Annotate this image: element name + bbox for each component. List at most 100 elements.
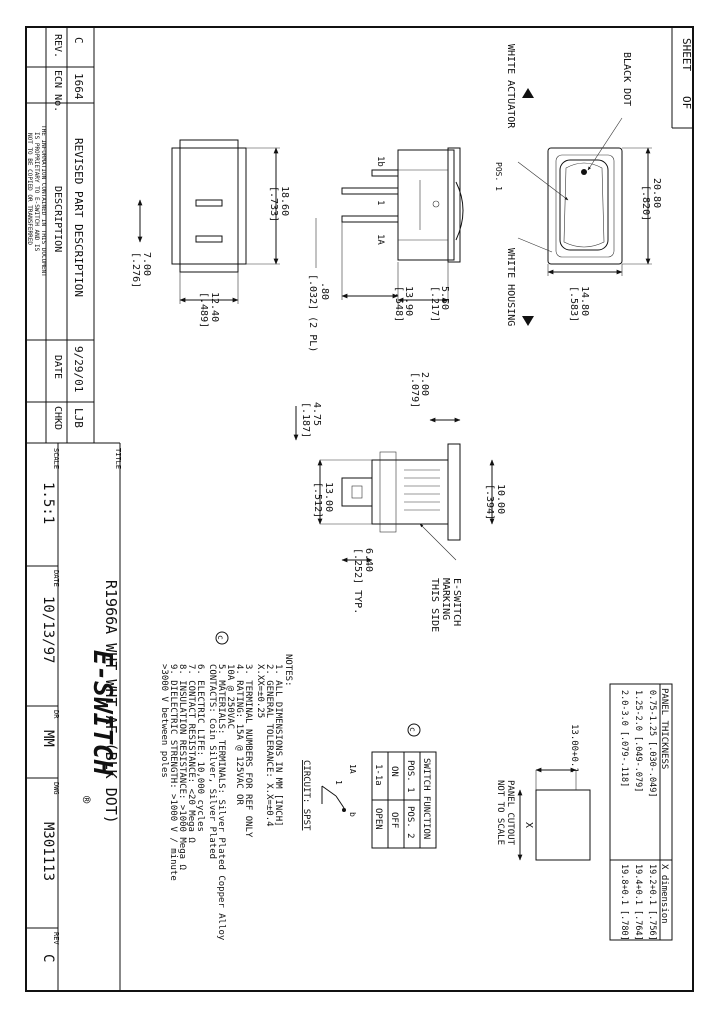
dim-0-80-inch: [.032] (2 PL) [307,274,318,352]
dim-2-00-inch: [.079] [409,372,420,408]
dim-12-40-inch: [.489] [198,292,209,328]
switch-state-pos1: ON [389,766,399,777]
callout-eswitch-marking-3: THIS SIDE [429,578,440,632]
ecn-hdr: ECN No. [52,70,63,112]
cutout-x-label: X [523,822,534,828]
note-7: 7. CONTACT RESISTANCE: <20 Mega Ω [186,664,196,843]
switch-function-table: SWITCH FUNCTION POS. 1 POS. 2 ON OFF 1-1… [371,723,437,849]
switch-state-pos2: OFF [389,812,399,828]
callout-eswitch-marking-1: E-SWITCH [451,578,462,626]
terminal-1: 1 [375,200,385,205]
x-dimension-header: X dimension [659,864,669,924]
dim-7-00: 7.00 [141,252,152,276]
chkd-hdr: CHKD [52,406,63,430]
panel-row-1-x: 19.2+0.1 [.756] [647,864,657,941]
part-title: R1966A WHT WHT AF (BLK DOT) [102,580,120,824]
dim-14-80-inch: [.583] [568,286,579,322]
dim-7-00-inch: [.276] [130,252,141,288]
cutout-y-dim: 13.00+0.1 [569,724,579,773]
note-4b: 10A @ 250VAC [225,664,235,729]
terminal-tab [341,477,373,507]
revision-block: C 1664 REVISED PART DESCRIPTION 9/29/01 … [26,27,95,444]
rear-view: 18.60 [.733] 12.40 [.489] 7.00 [.276] [130,139,290,328]
switch-function-title: SWITCH FUNCTION [421,758,431,839]
rev-hdr-title: REV [52,932,60,945]
rev-hdr: REV. [52,34,63,58]
notes-title: NOTES: [283,654,293,687]
panel-cutout: 13.00+0.1 X PANEL CUTOUT NOT TO SCALE [495,724,591,861]
dwg-value: M301113 [40,822,56,881]
housing-triangle-icon [522,316,534,326]
of-label: OF [680,96,693,109]
callout-white-actuator: WHITE ACTUATOR [505,44,516,129]
dim-18-60: 18.60 [279,186,290,216]
scale-value: 1.5:1 [40,482,56,524]
dwg-hdr: DWG [52,782,60,795]
dim-20-80: 20.80 [651,178,662,208]
ul-mark-icon-2 [407,723,421,737]
dim-14-80: 14.80 [579,286,590,316]
title-block: TITLE R1966A WHT WHT AF (BLK DOT) SCALE … [26,442,122,991]
dim-4-75: 4.75 [311,402,322,426]
notes-block: c NOTES: 1. ALL DIMENSIONS IN MM [INCH] … [159,631,293,941]
black-dot [581,169,587,175]
dim-6-40-inch: [.252] TYP. [352,548,363,614]
switch-circuit-pos1: 1-1a [373,764,383,786]
panel-row-1-thickness: 0.75-1.25 [.030-.049] [647,690,657,797]
dim-4-75-inch: [.187] [300,402,311,438]
terminal-1b: 1b [375,156,385,167]
actuator-body [559,159,609,251]
note-8: 8. INSULATION RESISTANCE: >1000 Mega Ω [177,664,187,870]
notice-line-3: NOT TO BE COPIED OR TRANSFERRED [26,133,33,245]
ul-mark-2: c [408,727,417,732]
panel-row-2-x: 19.4+0.1 [.764] [633,864,643,941]
sheet-border [25,26,694,992]
panel-thickness-table: PANEL THICKNESS X dimension 0.75-1.25 [.… [609,683,673,941]
actuator-triangle-icon [522,88,534,98]
note-9: 9. DIELECTRIC STRENGTH: >1000 V / minute [168,664,178,881]
notice-line-1: THE INFORMATION CONTAINED IN THIS DOCUME… [40,125,47,277]
dim-12-40: 12.40 [209,292,220,322]
notice-line-2: IS PROPRIETARY TO E-SWITCH AND IS [33,132,40,252]
rev-value-title: C [40,954,56,962]
note-5b: CONTACTS: Coin Silver, Silver Plated [207,664,217,859]
registered-mark: ® [79,796,93,804]
front-view: 20.80 [.820] 14.80 [.583] BLACK DOT WHIT… [505,44,662,326]
switch-col-pos2: POS. 2 [405,806,415,839]
dim-6-40: 6.40 [363,548,374,572]
bottom-view: 2.00 [.079] 13.00 [.512] 4.75 [.187] 10.… [293,372,506,632]
dim-13-90: 13.90 [403,286,414,316]
dim-13-00: 13.00 [323,482,334,512]
switch-col-pos1: POS. 1 [405,760,415,793]
title-hdr: TITLE [114,448,122,469]
panel-row-3-thickness: 2.0-3.0 [.079-.118] [619,690,629,787]
rev-chkd: LJB [72,408,85,428]
dr-value: MM [40,730,56,747]
sheet-block: SHEET OF [671,27,693,129]
circuit-terminal-b: b [348,812,357,817]
callout-pos1: POS. 1 [494,162,503,191]
panel-cutout-rect [535,789,591,861]
dim-5-50-inch: [.217] [429,286,440,322]
panel-row-2-thickness: 1.25-2.0 [.049-.079] [633,690,643,792]
date-value: 10/13/97 [40,596,56,663]
ul-mark: c [216,635,225,640]
desc-hdr: DESCRIPTION [52,186,63,252]
dim-13-00-inch: [.512] [312,482,323,518]
callout-white-housing: WHITE HOUSING [505,248,516,326]
ul-mark-icon [215,631,229,645]
dim-10-00: 10.00 [495,484,506,514]
dim-5-50: 5.50 [439,286,450,310]
date-hdr-title: DATE [52,570,60,587]
callout-black-dot: BLACK DOT [621,52,632,106]
cutout-title-1: PANEL CUTOUT [505,780,515,846]
rev-value: C [72,37,85,44]
date-hdr: DATE [52,355,63,379]
note-9b: >3000 V between poles [159,664,169,778]
rev-description: REVISED PART DESCRIPTION [72,138,85,297]
note-3: 3. TERMINAL NUMBERS FOR REF ONLY [243,664,253,838]
dim-20-80-inch: [.820] [640,185,651,221]
dr-hdr: DR [52,710,60,719]
dim-13-90-inch: [.548] [393,286,404,322]
